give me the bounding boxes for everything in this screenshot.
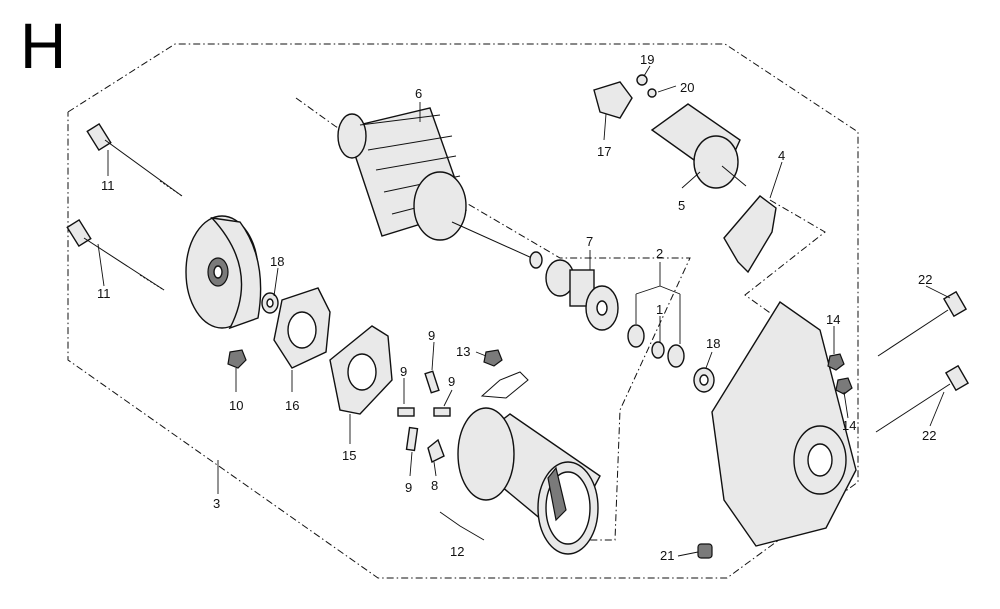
clip-8: [427, 438, 445, 464]
callout-6: 6: [415, 86, 422, 101]
callout-9-b: 9: [400, 364, 407, 379]
callout-14-lower: 14: [842, 418, 856, 433]
callout-4: 4: [778, 148, 785, 163]
nut-14-lower: [835, 377, 853, 395]
callout-18-left: 18: [270, 254, 284, 269]
callout-5: 5: [678, 198, 685, 213]
callout-11-lower: 11: [97, 286, 111, 301]
nut-21: [697, 543, 713, 559]
pinion-7: [545, 259, 619, 331]
section-letter: H: [20, 10, 67, 82]
ring-19: [636, 74, 648, 86]
lever-4: [723, 195, 777, 274]
sub-frame-armature: [295, 97, 691, 541]
callout-17: 17: [597, 144, 611, 159]
nut-14-upper: [827, 353, 845, 371]
callout-14-upper: 14: [826, 312, 840, 327]
ring-1: [651, 341, 665, 359]
callout-10: 10: [229, 398, 243, 413]
nut-13: [483, 349, 503, 367]
callout-3: 3: [213, 496, 220, 511]
callout-16: 16: [285, 398, 299, 413]
rear-cover: [185, 215, 262, 330]
callout-13: 13: [456, 344, 470, 359]
callout-19: 19: [640, 52, 654, 67]
callout-8: 8: [431, 478, 438, 493]
armature-6: [337, 107, 543, 269]
front-housing: [711, 301, 857, 547]
bolt-11-upper: [86, 122, 183, 197]
callout-1: 1: [656, 302, 663, 317]
sub-frame-lever: [744, 199, 826, 321]
callout-7: 7: [586, 234, 593, 249]
ring-20: [647, 88, 657, 98]
callout-22-upper: 22: [918, 272, 932, 287]
callout-22-lower: 22: [922, 428, 936, 443]
callout-12: 12: [450, 544, 464, 559]
callout-11-upper: 11: [101, 178, 115, 193]
bolt-11-lower: [66, 218, 165, 291]
callout-2: 2: [656, 246, 663, 261]
callout-21: 21: [660, 548, 674, 563]
plunger-17: [593, 81, 633, 119]
bolt-22-upper: [877, 290, 968, 357]
yoke-12: [457, 407, 601, 555]
nut-10: [227, 349, 247, 369]
solenoid-5: [650, 103, 747, 189]
callout-9-a: 9: [428, 328, 435, 343]
callout-9-d: 9: [405, 480, 412, 495]
callout-18-right: 18: [706, 336, 720, 351]
assembly-frame: [67, 43, 859, 579]
lead-wire: [480, 371, 529, 399]
washer-2b: [667, 344, 685, 368]
callout-15: 15: [342, 448, 356, 463]
bolt-22-lower: [875, 364, 970, 433]
callout-20: 20: [680, 80, 694, 95]
callout-9-c: 9: [448, 374, 455, 389]
springs-9: [397, 370, 451, 452]
washer-2a: [627, 324, 645, 348]
